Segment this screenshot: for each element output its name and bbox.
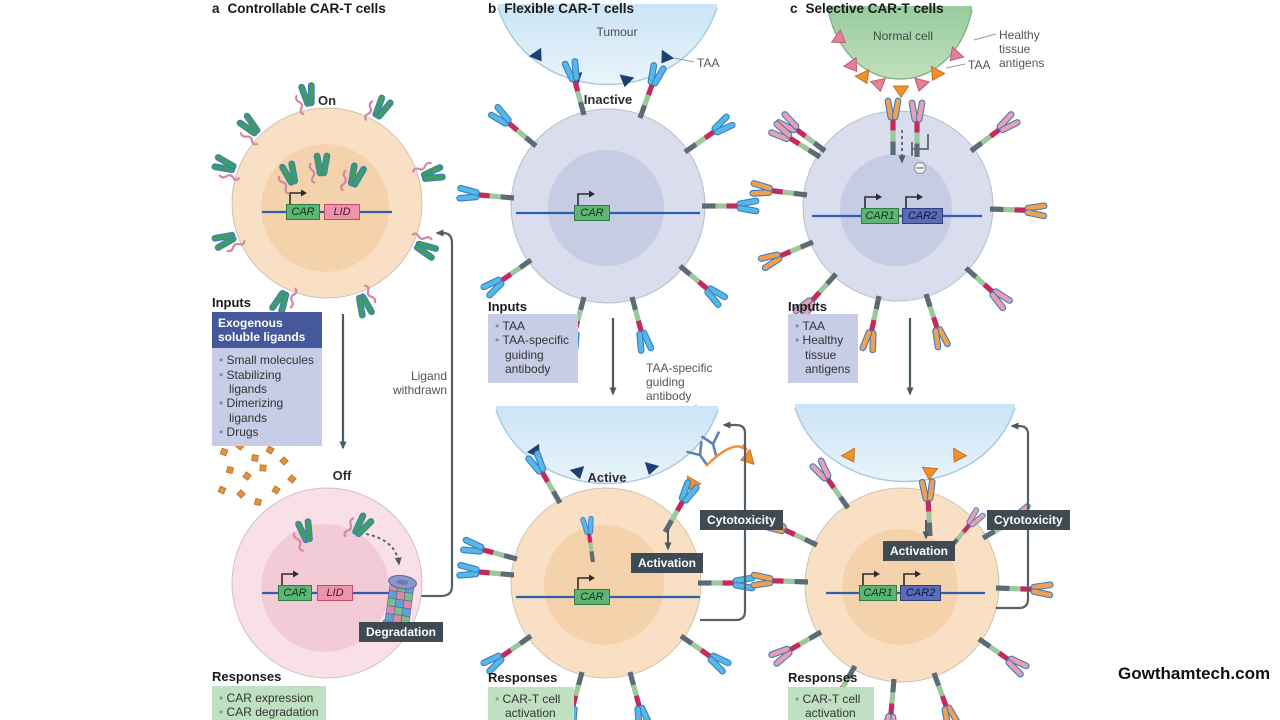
responses-heading-a: Responses xyxy=(212,669,282,684)
taa-label-c: TAA xyxy=(968,58,991,72)
taa-orange-icon xyxy=(893,85,909,98)
cytotoxicity-label-b: Cytotoxicity xyxy=(700,510,783,530)
inputs-heading-c: Inputs xyxy=(788,299,827,314)
list-item: CAR-T cell activation xyxy=(495,692,569,720)
inputs-box-c: TAA Healthy tissue antigens xyxy=(788,314,858,383)
car-t-cell-active-b xyxy=(456,449,755,720)
responses-box-b: CAR-T cell activation xyxy=(488,687,574,720)
gene-box-car: CAR xyxy=(574,589,610,605)
panel-c-header: c Selective CAR-T cells xyxy=(790,1,944,16)
gene-box-car: CAR xyxy=(574,205,610,221)
panel-a-letter: a xyxy=(212,1,220,16)
cytotoxicity-label-c: Cytotoxicity xyxy=(987,510,1070,530)
inputs-list-a: Small molecules Stabilizing ligands Dime… xyxy=(212,348,322,446)
list-item: Healthy tissue antigens xyxy=(795,333,853,376)
list-item: CAR degradation xyxy=(219,705,321,719)
panel-a-title: Controllable CAR-T cells xyxy=(227,1,386,16)
degradation-arrow xyxy=(365,533,402,566)
panel-b-letter: b xyxy=(488,1,497,16)
degradation-label: Degradation xyxy=(359,622,444,642)
panel-c-title: Selective CAR-T cells xyxy=(805,1,944,16)
normal-cell xyxy=(827,6,997,98)
activation-label-c: Activation xyxy=(883,541,956,561)
list-item: Dimerizing ligands xyxy=(219,396,317,425)
inputs-box-a: Exogenous soluble ligands Small molecule… xyxy=(212,312,322,446)
state-off-label: Off xyxy=(332,468,352,483)
inputs-box-title: Exogenous soluble ligands xyxy=(212,312,322,349)
list-item: TAA xyxy=(795,319,853,333)
responses-list-a: CAR expression CAR degradation xyxy=(212,686,326,720)
inputs-heading-a: Inputs xyxy=(212,295,251,310)
inputs-list-b: TAA TAA-specific guiding antibody xyxy=(488,314,578,383)
panel-b-title: Flexible CAR-T cells xyxy=(504,1,635,16)
panel-b-graphics xyxy=(456,4,759,720)
tumour-label: Tumour xyxy=(596,25,638,39)
list-item: CAR expression xyxy=(219,691,321,705)
car-t-cell-off xyxy=(231,487,423,679)
car-t-cell-sensing xyxy=(749,98,1047,354)
inputs-box-b: TAA TAA-specific guiding antibody xyxy=(488,314,578,383)
gene-box-car: CAR xyxy=(286,204,320,220)
gene-box-car1: CAR1 xyxy=(859,585,897,601)
gene-box-lid: LID xyxy=(324,204,360,220)
inhibition-elbow xyxy=(912,134,929,150)
healthy-antigens-label: Healthy tissue antigens xyxy=(999,28,1045,71)
list-item: TAA-specific guiding antibody xyxy=(495,333,573,376)
responses-box-c: CAR-T cell activation xyxy=(788,687,874,720)
guiding-antibody-label: TAA-specific guiding antibody xyxy=(646,361,713,404)
antibody-to-taa-arrow xyxy=(705,443,749,467)
ligand-withdrawn-label: Ligand withdrawn xyxy=(392,369,447,398)
list-item: Drugs xyxy=(219,425,317,439)
tumour-cell-top xyxy=(497,4,718,89)
gene-box-lid: LID xyxy=(317,585,353,601)
panel-b-header: b Flexible CAR-T cells xyxy=(488,1,634,16)
taa-label-b: TAA xyxy=(697,56,720,70)
healthy-antigen-icon xyxy=(870,77,889,94)
panel-a-header: a Controllable CAR-T cells xyxy=(212,1,386,16)
list-item: CAR-T cell activation xyxy=(795,692,869,720)
responses-box-a: CAR expression CAR degradation xyxy=(212,686,326,720)
tumour-cell-bottom xyxy=(495,406,755,495)
car-t-cell-on xyxy=(208,80,448,321)
responses-heading-b: Responses xyxy=(488,670,558,685)
responses-heading-c: Responses xyxy=(788,670,858,685)
list-item: Small molecules xyxy=(219,353,317,367)
activation-label-b: Activation xyxy=(631,553,704,573)
responses-list-c: CAR-T cell activation xyxy=(788,687,874,720)
list-item: TAA xyxy=(495,319,573,333)
ligand-withdrawn-loop-arrow xyxy=(414,229,454,598)
gene-box-car1: CAR1 xyxy=(861,208,899,224)
gene-box-car2: CAR2 xyxy=(900,585,941,601)
responses-list-b: CAR-T cell activation xyxy=(488,687,574,720)
inputs-heading-b: Inputs xyxy=(488,299,527,314)
healthy-antigen-icon xyxy=(911,77,930,94)
state-on-label: On xyxy=(317,93,337,108)
watermark: Gowthamtech.com xyxy=(1118,664,1271,683)
state-inactive-label: Inactive xyxy=(583,92,633,107)
list-item: Stabilizing ligands xyxy=(219,368,317,397)
tumour-cell-bottom-c xyxy=(794,404,1016,482)
gene-box-car2: CAR2 xyxy=(902,208,943,224)
panel-c-letter: c xyxy=(790,1,798,16)
gene-box-car: CAR xyxy=(278,585,312,601)
normal-cell-label: Normal cell xyxy=(872,29,933,43)
taa-orange-icon xyxy=(738,449,755,468)
panel-c-graphics xyxy=(749,6,1053,720)
state-active-label: Active xyxy=(587,470,627,485)
inputs-list-c: TAA Healthy tissue antigens xyxy=(788,314,858,383)
